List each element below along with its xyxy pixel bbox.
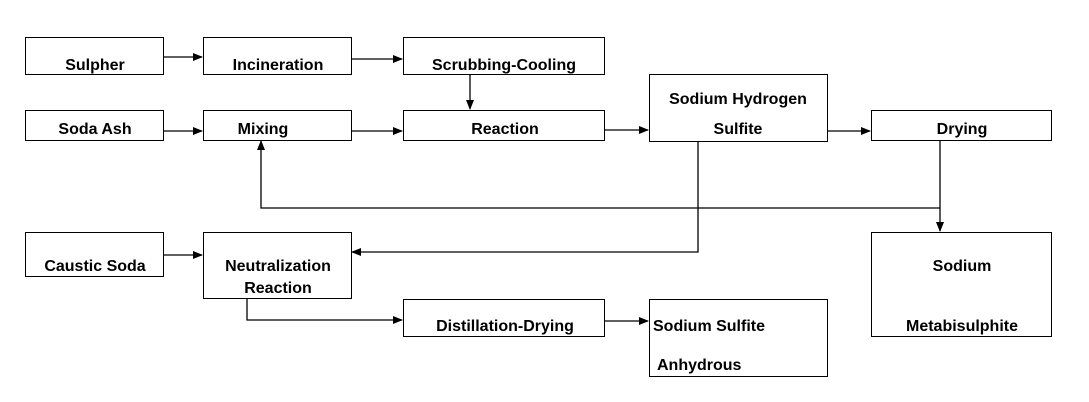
node-drying: Drying (871, 110, 1052, 141)
node-mixing: Mixing (203, 110, 352, 141)
node-soda-ash: Soda Ash (25, 110, 164, 141)
node-scrubbing-cooling-label: Scrubbing-Cooling (432, 57, 576, 74)
node-distillation-drying-label: Distillation-Drying (436, 318, 574, 335)
arrow-recycle-to-mixing (257, 140, 940, 209)
arrow-sodium-hydrogen-sulfite-to-neutralization (351, 142, 699, 256)
node-reaction-label: Reaction (471, 121, 539, 138)
node-sodium-hydrogen-sulfite-line2: Sulfite (713, 121, 763, 138)
node-sodium-sulfite-anhydrous-line1: Sodium Sulfite (653, 318, 765, 335)
node-neutralization-reaction-line1: Neutralization (225, 258, 331, 275)
arrow-neutralization-to-distillation-drying (246, 299, 403, 324)
node-sulpher: Sulpher (25, 37, 164, 75)
node-sulpher-label: Sulpher (65, 57, 125, 74)
node-soda-ash-label: Soda Ash (58, 121, 132, 138)
node-sodium-metabisulphite-line1: Sodium (932, 258, 992, 275)
node-drying-label: Drying (936, 121, 988, 138)
node-distillation-drying: Distillation-Drying (403, 299, 605, 337)
node-caustic-soda-label: Caustic Soda (44, 258, 146, 275)
node-mixing-label: Mixing (237, 121, 289, 138)
node-incineration: Incineration (203, 37, 352, 75)
node-sodium-hydrogen-sulfite: Sodium Hydrogen Sulfite (649, 74, 828, 142)
node-caustic-soda: Caustic Soda (25, 232, 164, 277)
node-neutralization-reaction: Neutralization Reaction (203, 232, 352, 299)
node-reaction: Reaction (403, 110, 605, 141)
node-incineration-label: Incineration (232, 57, 324, 74)
node-scrubbing-cooling: Scrubbing-Cooling (403, 37, 605, 75)
node-neutralization-reaction-line2: Reaction (244, 280, 312, 297)
node-sodium-metabisulphite: Sodium Metabisulphite (871, 232, 1052, 337)
node-sodium-metabisulphite-line2: Metabisulphite (905, 318, 1019, 335)
node-sodium-sulfite-anhydrous-line2: Anhydrous (657, 357, 742, 374)
node-sodium-hydrogen-sulfite-line1: Sodium Hydrogen (669, 91, 807, 108)
node-sodium-sulfite-anhydrous: Sodium Sulfite Anhydrous (649, 299, 828, 377)
